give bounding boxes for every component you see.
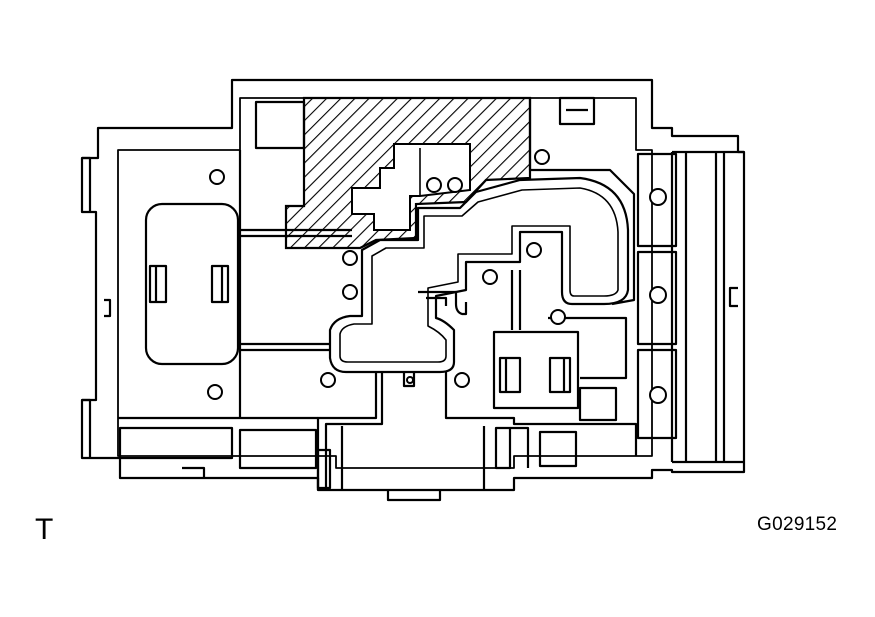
block-slot-1 bbox=[498, 356, 522, 394]
inner-lip bbox=[418, 290, 468, 316]
lower-right-channel bbox=[444, 372, 638, 456]
body-inner-outline bbox=[117, 97, 653, 469]
hole bbox=[426, 177, 442, 193]
center-stem bbox=[402, 372, 416, 388]
hole bbox=[320, 372, 336, 388]
side-pocket bbox=[578, 386, 618, 422]
left-edge-notch bbox=[82, 156, 92, 458]
bottom-step bbox=[182, 466, 206, 478]
hole bbox=[454, 372, 470, 388]
central-channel-inner bbox=[339, 187, 619, 363]
hole bbox=[649, 188, 667, 206]
right-chamber-3 bbox=[636, 348, 678, 440]
hole bbox=[550, 309, 566, 325]
left-chamber bbox=[144, 202, 240, 366]
bottom-center-channel bbox=[316, 372, 384, 490]
bottom-connector-left bbox=[340, 426, 486, 490]
inner-lip-2 bbox=[426, 296, 448, 306]
right-center-block bbox=[492, 330, 580, 410]
central-channel bbox=[328, 176, 630, 374]
hole bbox=[209, 169, 225, 185]
hole bbox=[482, 269, 498, 285]
hole bbox=[207, 384, 223, 400]
bottom-left-slot bbox=[316, 448, 332, 490]
hole bbox=[649, 286, 667, 304]
figure-code: G029152 bbox=[757, 514, 838, 535]
bottom-pocket bbox=[238, 428, 318, 470]
corner-label: T bbox=[35, 513, 54, 546]
left-chamber-slot-2 bbox=[210, 264, 230, 304]
right-chamber-2 bbox=[636, 250, 678, 346]
hatch-cutout bbox=[351, 143, 471, 231]
right-chamber-1 bbox=[636, 152, 678, 248]
top-right-pocket bbox=[558, 96, 596, 126]
hole bbox=[342, 284, 358, 300]
hole bbox=[526, 242, 542, 258]
bottom-right-slot bbox=[494, 426, 512, 470]
hole bbox=[406, 376, 414, 384]
lower-pocket bbox=[538, 430, 578, 468]
right-tab bbox=[728, 286, 738, 308]
bottom-left-pocket bbox=[118, 426, 234, 460]
bottom-connector bbox=[386, 490, 442, 502]
block-slot-2 bbox=[548, 356, 572, 394]
body-outline bbox=[80, 78, 746, 492]
hole bbox=[649, 386, 667, 404]
hole bbox=[342, 250, 358, 266]
top-left-wall bbox=[254, 100, 306, 150]
bottom-right-step bbox=[510, 426, 530, 468]
right-lower-wall bbox=[548, 316, 628, 380]
hole bbox=[447, 177, 463, 193]
hole bbox=[534, 149, 550, 165]
left-tab bbox=[104, 298, 112, 318]
left-chamber-slot-1 bbox=[148, 264, 168, 304]
